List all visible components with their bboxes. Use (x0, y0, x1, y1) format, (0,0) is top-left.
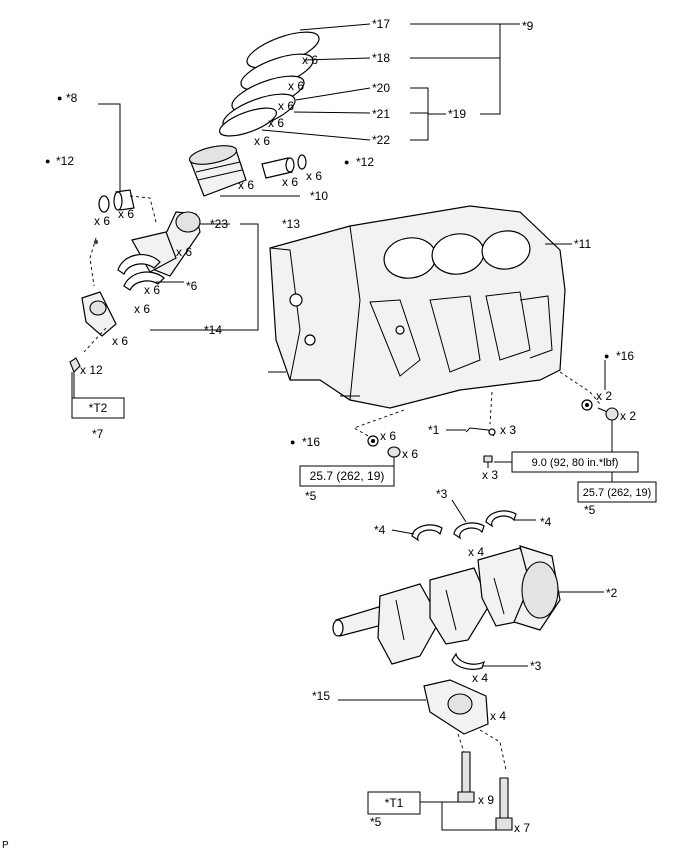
qty-clip-left: x 6 (94, 214, 110, 228)
qty-piston: x 6 (238, 178, 254, 192)
qty-bolt-center: x 6 (402, 447, 418, 461)
qty-ring-4: x 6 (268, 116, 284, 130)
snap-ring-right (297, 154, 307, 170)
callout-16a: *16 (302, 435, 320, 449)
piston-rings (219, 31, 320, 137)
qty-bushing: x 6 (118, 207, 134, 221)
qty-oil-jet: x 3 (500, 423, 516, 437)
tool-label-t2: *T2 (89, 401, 108, 415)
connecting-rod (131, 211, 201, 277)
oil-jet-bolt (483, 455, 493, 468)
qty-upper-bearing: x 4 (468, 545, 484, 559)
tool-label-t1: *T1 (385, 796, 404, 810)
torque-label-b: 9.0 (92, 80 in.*lbf) (532, 457, 619, 469)
torque-box-c (577, 481, 657, 503)
callout-14: *14 (204, 323, 222, 337)
bullet-8: ● (57, 93, 62, 103)
qty-cap: x 6 (112, 334, 128, 348)
connecting-rod-bushing (113, 189, 135, 211)
qty-ring-3: x 6 (278, 99, 294, 113)
upper-main-bearings (411, 510, 517, 542)
piston-pin (261, 157, 295, 179)
callout-9: *9 (522, 19, 534, 33)
callout-11: *11 (574, 237, 591, 251)
corner-mark: P (2, 840, 9, 851)
main-bearing-cap (423, 679, 489, 735)
bullet-16a: ● (290, 437, 295, 447)
callout-13: *13 (282, 217, 300, 231)
qty-lower-bearing: x 4 (472, 671, 488, 685)
washer-right (581, 399, 593, 411)
snap-ring-left (98, 195, 110, 213)
bullet-16b: ● (604, 351, 609, 361)
callout-5a: *5 (305, 489, 317, 503)
callout-7: *7 (92, 427, 104, 441)
qty-main-bolt-7: x 7 (514, 821, 530, 835)
qty-ring-5: x 6 (254, 134, 270, 148)
callout-19: *19 (448, 107, 466, 121)
tool-box-t2 (71, 397, 125, 419)
qty-washer-center: x 6 (380, 429, 396, 443)
callout-4b: *4 (540, 515, 552, 529)
callout-3b: *3 (530, 659, 542, 673)
qty-clip-right: x 6 (306, 169, 322, 183)
qty-ring-2: x 6 (288, 79, 304, 93)
oil-jet (465, 427, 496, 437)
callout-2: *2 (606, 586, 618, 600)
qty-rod-bolt: x 12 (80, 363, 103, 377)
qty-bearing-2: x 6 (134, 302, 150, 316)
qty-pin: x 6 (282, 175, 298, 189)
tool-box-t1 (367, 791, 421, 815)
connecting-rod-cap (81, 291, 117, 337)
qty-bolt-right: x 2 (620, 409, 636, 423)
connecting-rod-bearings (117, 254, 165, 291)
qty-oil-jet-bolt: x 3 (482, 468, 498, 482)
callout-12a: *12 (56, 154, 74, 168)
qty-rod: x 6 (176, 245, 192, 259)
callout-4a: *4 (374, 523, 386, 537)
washer-center (367, 435, 379, 447)
callout-17: *17 (372, 17, 390, 31)
callout-1: *1 (428, 423, 440, 437)
callout-10: *10 (310, 189, 328, 203)
callout-18: *18 (372, 51, 390, 65)
callout-22: *22 (372, 133, 390, 147)
connecting-rod-bolt (69, 357, 81, 400)
callout-21: *21 (372, 107, 390, 121)
bullet-12b: ● (344, 157, 349, 167)
callout-8: *8 (66, 91, 78, 105)
torque-box-b (511, 451, 639, 473)
callout-15: *15 (312, 689, 330, 703)
crankshaft (332, 545, 561, 665)
callout-5b: *5 (584, 503, 596, 517)
callout-23: *23 (210, 217, 228, 231)
torque-label-c: 25.7 (262, 19) (583, 487, 652, 499)
callout-16b: *16 (616, 349, 634, 363)
qty-bearing-1: x 6 (144, 283, 160, 297)
main-bearing-bolt-long (457, 751, 475, 803)
callout-12b: *12 (356, 155, 374, 169)
callout-6: *6 (186, 279, 198, 293)
qty-main-cap: x 4 (490, 709, 506, 723)
qty-main-bolt-9: x 9 (478, 793, 494, 807)
bolt-right (597, 407, 619, 421)
callout-3a: *3 (436, 487, 448, 501)
qty-ring-1: x 6 (302, 53, 318, 67)
qty-washer-right: x 2 (596, 389, 612, 403)
lower-main-bearing (451, 652, 486, 670)
piston (188, 145, 247, 197)
callout-20: *20 (372, 81, 390, 95)
torque-box-a (299, 465, 395, 487)
bullet-12a: ● (45, 156, 50, 166)
cylinder-block (268, 205, 566, 409)
callout-5c: *5 (370, 815, 382, 829)
torque-label-a: 25.7 (262, 19) (310, 469, 385, 483)
main-bearing-bolt-short (495, 777, 513, 831)
